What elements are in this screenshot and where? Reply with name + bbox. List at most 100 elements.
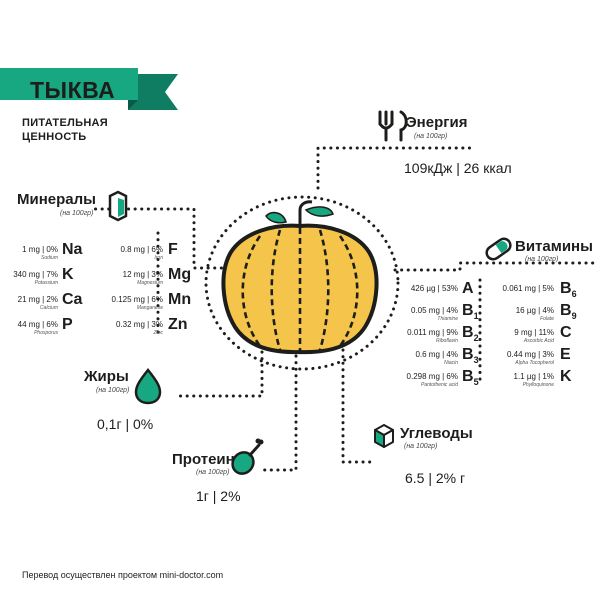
vitamins-title: Витамины: [515, 238, 593, 255]
minerals-note: (на 100гр): [60, 210, 94, 217]
connector-lines: [88, 146, 598, 472]
carbs-note: (на 100гр): [404, 443, 438, 450]
vitamin-name: Niacin: [444, 360, 458, 366]
mineral-symbol-letter: Zn: [168, 316, 188, 333]
fats-title: Жиры: [84, 368, 129, 385]
vitamin-name: Alpha Tocopherol: [515, 360, 554, 366]
fats-value: 0,1г | 0%: [97, 416, 154, 432]
subtitle-line-1: ПИТАТЕЛЬНАЯ: [22, 117, 109, 129]
vitamin-symbol: A: [462, 280, 474, 298]
vitamin-value: 0.05 mg | 4%: [411, 306, 458, 315]
title-ribbon: [0, 68, 178, 110]
page-title: ТЫКВА: [30, 77, 116, 103]
energy-note: (на 100гр): [414, 133, 448, 140]
mineral-value: 12 mg | 3%: [122, 270, 163, 279]
mineral-name: Magnesium: [137, 280, 163, 286]
mineral-name: Sodium: [41, 255, 58, 261]
sugar-cube-icon: [374, 424, 394, 448]
vitamin-symbol-letter: A: [462, 280, 474, 297]
vitamin-symbol-subscript: 3: [473, 355, 479, 366]
credit-text: Перевод осуществлен проектом mini-doctor…: [22, 570, 224, 580]
vitamin-symbol: B6: [560, 280, 577, 299]
vitamin-value: 9 mg | 11%: [514, 328, 554, 337]
vitamin-symbol: E: [560, 346, 571, 364]
drumstick-icon: [231, 438, 264, 475]
mineral-symbol-letter: Na: [62, 241, 83, 258]
fats-note: (на 100гр): [96, 387, 130, 394]
subtitle: ПИТАТЕЛЬНАЯ ЦЕННОСТЬ: [22, 116, 108, 144]
mineral-value: 44 mg | 6%: [17, 320, 58, 329]
vitamin-symbol-letter: C: [560, 324, 572, 341]
vitamin-symbol-letter: B: [560, 302, 572, 319]
mineral-symbol-letter: P: [62, 316, 73, 333]
capsule-icon: [485, 237, 512, 261]
pumpkin-illustration: [221, 200, 379, 355]
vitamin-value: 1.1 µg | 1%: [513, 372, 555, 381]
vitamin-value: 0.44 mg | 3%: [507, 350, 554, 359]
vitamin-symbol-letter: E: [560, 346, 571, 363]
mineral-symbol: K: [62, 266, 74, 284]
mineral-symbol: Na: [62, 241, 82, 259]
vitamin-value: 426 µg | 53%: [410, 284, 458, 293]
vitamin-symbol-letter: B: [462, 346, 474, 363]
mineral-symbol-letter: K: [62, 266, 74, 283]
vitamin-symbol-subscript: 6: [571, 289, 577, 300]
vitamins-note: (на 100гр): [525, 256, 559, 263]
vitamin-name: Riboflavin: [436, 338, 458, 344]
vitamin-symbol-letter: B: [462, 368, 474, 385]
protein-title: Протеин: [172, 451, 235, 468]
vitamin-symbol-letter: K: [560, 368, 572, 385]
vitamin-name: Pantothenic acid: [421, 382, 458, 388]
vitamin-symbol-letter: B: [462, 302, 474, 319]
energy-title: Энергия: [406, 114, 468, 131]
vitamin-value: 0.6 mg | 4%: [415, 350, 458, 359]
mineral-name: Zinc: [153, 330, 163, 336]
mineral-symbol: Ca: [62, 291, 82, 309]
mineral-symbol: Zn: [168, 316, 188, 334]
vitamin-name: Folate: [540, 316, 554, 322]
mineral-value: 340 mg | 7%: [13, 270, 58, 279]
vitamin-value: 0.011 mg | 9%: [407, 328, 458, 337]
crystal-icon: [108, 190, 128, 222]
vitamin-symbol: B1: [462, 302, 479, 321]
vitamin-symbol: K: [560, 368, 572, 386]
mineral-value: 21 mg | 2%: [17, 295, 58, 304]
mineral-symbol-letter: Ca: [62, 291, 83, 308]
vitamin-name: Phylloquinone: [522, 382, 554, 388]
vitamin-symbol-subscript: 5: [473, 377, 479, 388]
vitamin-name: Thiamine: [437, 316, 458, 322]
mineral-symbol: Mn: [168, 291, 191, 309]
subtitle-line-2: ЦЕННОСТЬ: [22, 131, 87, 143]
vitamin-name: Ascorbic Acid: [523, 338, 554, 344]
mineral-name: Manganese: [136, 305, 163, 311]
drop-icon: [134, 367, 162, 405]
mineral-symbol-letter: F: [168, 241, 178, 258]
mineral-value: 0.125 mg | 6%: [111, 295, 163, 304]
vitamin-symbol-letter: B: [560, 280, 572, 297]
protein-note: (на 100гр): [196, 469, 230, 476]
mineral-name: Calcium: [39, 305, 58, 311]
vitamin-symbol: C: [560, 324, 572, 342]
vitamin-value: 16 µg | 4%: [515, 306, 554, 315]
mineral-value: 0.8 mg | 6%: [120, 245, 163, 254]
mineral-symbol: Mg: [168, 266, 191, 284]
mineral-value: 0.32 mg | 3%: [116, 320, 163, 329]
mineral-symbol: F: [168, 241, 178, 259]
mineral-symbol: P: [62, 316, 73, 334]
minerals-title: Минералы: [17, 191, 96, 208]
carbs-title: Углеводы: [400, 425, 473, 442]
mineral-symbol-letter: Mg: [168, 266, 192, 283]
mineral-name: Iron: [154, 255, 163, 261]
vitamin-symbol-subscript: 9: [571, 311, 577, 322]
protein-value: 1г | 2%: [196, 488, 241, 504]
vitamin-symbol: B5: [462, 368, 479, 387]
vitamin-value: 0.298 mg | 6%: [406, 372, 458, 381]
vitamin-symbol: B9: [560, 302, 577, 321]
mineral-value: 1 mg | 0%: [22, 245, 58, 254]
mineral-name: Potassium: [34, 280, 58, 286]
vitamin-symbol-subscript: 2: [473, 333, 479, 344]
vitamin-value: 0.061 mg | 5%: [502, 284, 554, 293]
vitamin-symbol: B2: [462, 324, 479, 343]
energy-value: 109кДж | 26 ккал: [404, 160, 512, 176]
